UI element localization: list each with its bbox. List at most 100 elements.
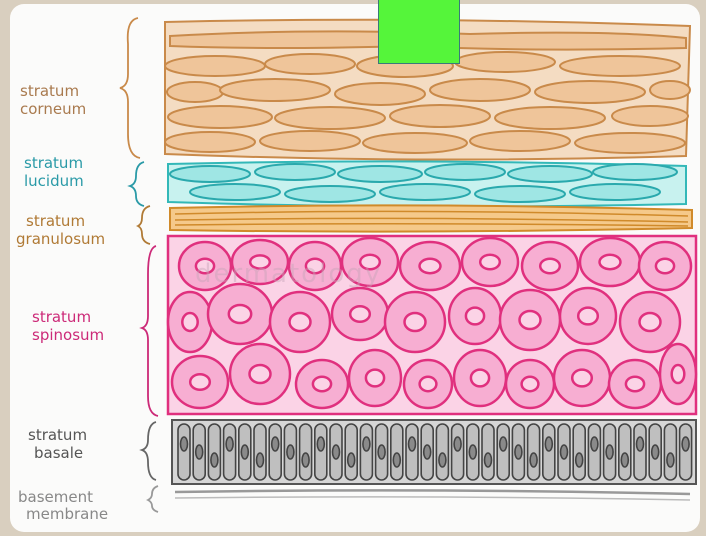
layer-braces (120, 18, 158, 512)
basale-nucleus (302, 453, 309, 467)
spinosum-nucleus (520, 311, 541, 329)
spinosum-nucleus (480, 255, 500, 269)
spinosum-nucleus (522, 377, 539, 391)
lucidum-brace (130, 162, 144, 206)
basale-cell (452, 424, 464, 480)
basale-cell (269, 424, 281, 480)
corneum-brace (120, 18, 140, 158)
membrane-brace (148, 486, 158, 512)
basale-cell (360, 424, 372, 480)
basale-cell (482, 424, 494, 480)
basale-nucleus (393, 453, 400, 467)
spinosum-nucleus (229, 305, 251, 323)
watermark: dermatology (195, 259, 382, 289)
spinosum-nucleus (190, 374, 210, 390)
basale-brace (142, 422, 156, 480)
basale-nucleus (226, 437, 233, 451)
label-membrane: basement membrane (18, 488, 108, 523)
basale-nucleus (439, 453, 446, 467)
basale-cell (436, 424, 448, 480)
basale-nucleus (409, 437, 416, 451)
spinosum-nucleus (578, 308, 598, 325)
spinosum-nucleus (182, 313, 197, 331)
spinosum-nucleus (366, 370, 384, 387)
spinosum-nucleus (420, 377, 437, 391)
basale-nucleus (211, 453, 218, 467)
basale-nucleus (682, 437, 689, 451)
basale-nucleus (363, 437, 370, 451)
basale-nucleus (576, 453, 583, 467)
basement-membrane-layer (175, 490, 690, 500)
basale-cell (406, 424, 418, 480)
basale-nucleus (621, 453, 628, 467)
basale-cell (224, 424, 236, 480)
basale-nucleus (287, 445, 294, 459)
label-corneum: stratum corneum (20, 82, 86, 118)
basale-nucleus (257, 453, 264, 467)
spinosum-nucleus (540, 259, 560, 273)
spinosum-nucleus (420, 259, 441, 273)
basale-nucleus (561, 445, 568, 459)
basale-nucleus (317, 437, 324, 451)
green-marker-box (378, 0, 460, 64)
basale-cell (634, 424, 646, 480)
basale-cell (680, 424, 692, 480)
basale-nucleus (667, 453, 674, 467)
basale-cell (543, 424, 555, 480)
stratum-granulosum-layer (170, 205, 692, 231)
basale-nucleus (545, 437, 552, 451)
spinosum-nucleus (466, 308, 484, 325)
basale-nucleus (591, 437, 598, 451)
basale-cell (588, 424, 600, 480)
basale-nucleus (606, 445, 613, 459)
basale-nucleus (378, 445, 385, 459)
basale-cell (254, 424, 266, 480)
diagram-frame: dermatology stratum corneum stratum luci… (10, 4, 700, 532)
basale-nucleus (500, 437, 507, 451)
basale-nucleus (652, 445, 659, 459)
label-lucidum: stratum lucidum (24, 154, 88, 190)
basale-nucleus (272, 437, 279, 451)
layer-labels: stratum corneum stratum lucidum stratum … (16, 82, 108, 523)
basale-cell (300, 424, 312, 480)
basale-cell (619, 424, 631, 480)
basale-nucleus (424, 445, 431, 459)
label-spinosum: stratum spinosum (32, 308, 104, 344)
spinosum-nucleus (656, 259, 674, 273)
spinosum-nucleus (672, 365, 685, 383)
basale-nucleus (181, 437, 188, 451)
basale-cell (345, 424, 357, 480)
spinosum-nucleus (350, 306, 370, 322)
basale-nucleus (454, 437, 461, 451)
spinosum-brace (142, 246, 158, 416)
spinosum-nucleus (290, 313, 311, 331)
spinosum-nucleus (572, 370, 592, 387)
spinosum-nucleus (600, 255, 621, 269)
basale-cell (208, 424, 220, 480)
basale-nucleus (485, 453, 492, 467)
basale-cell (315, 424, 327, 480)
basale-cell (391, 424, 403, 480)
basale-nucleus (348, 453, 355, 467)
spinosum-nucleus (250, 365, 271, 383)
spinosum-nucleus (640, 313, 661, 331)
spinosum-nucleus (405, 313, 426, 331)
basale-nucleus (196, 445, 203, 459)
epidermis-diagram: dermatology stratum corneum stratum luci… (10, 4, 700, 532)
label-granulosum: stratum granulosum (16, 212, 105, 248)
basale-nucleus (515, 445, 522, 459)
basale-cell (528, 424, 540, 480)
stratum-lucidum-layer (168, 161, 686, 206)
basale-nucleus (241, 445, 248, 459)
stratum-basale-layer (172, 420, 696, 484)
spinosum-nucleus (471, 370, 489, 387)
basale-cell (664, 424, 676, 480)
label-basale: stratum basale (28, 426, 92, 462)
basale-nucleus (333, 445, 340, 459)
spinosum-nucleus (626, 377, 644, 391)
granulosum-brace (138, 206, 150, 244)
stratum-spinosum-layer: dermatology (168, 236, 696, 414)
spinosum-nucleus (313, 377, 331, 391)
basale-nucleus (469, 445, 476, 459)
basale-nucleus (637, 437, 644, 451)
